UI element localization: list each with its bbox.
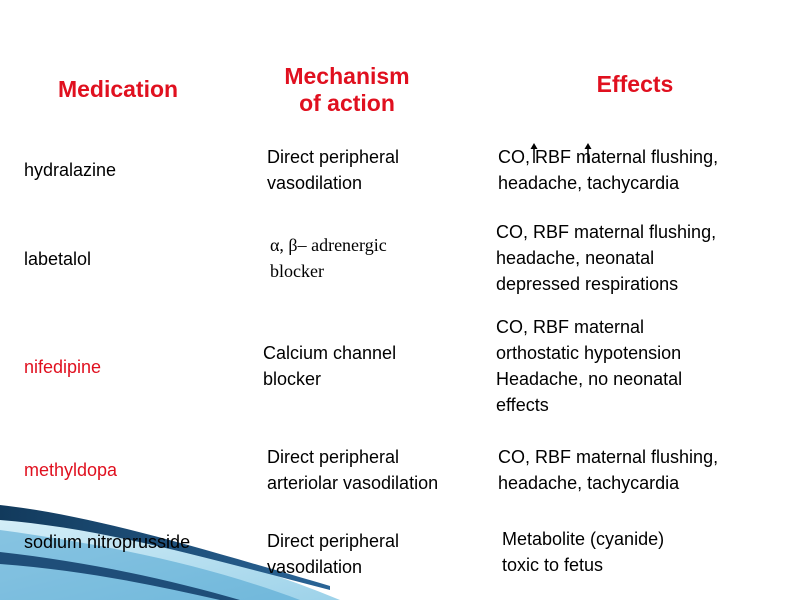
- mechanism-cell: Direct peripheral arteriolar vasodilatio…: [267, 447, 439, 493]
- medication-cell: sodium nitroprusside: [24, 532, 191, 552]
- effects-cell: CO, RBF maternal flushing, headache, tac…: [498, 147, 719, 193]
- medication-cell: methyldopa: [24, 460, 118, 480]
- effects-cell: Metabolite (cyanide) toxic to fetus: [502, 529, 665, 575]
- up-arrow-icon: [584, 143, 592, 163]
- mechanism-cell: Direct peripheral vasodilation: [267, 531, 400, 577]
- header-effects: Effects: [596, 71, 674, 97]
- up-arrow-icon: [530, 143, 538, 163]
- effects-cell: CO, RBF maternal flushing, headache, tac…: [498, 447, 719, 493]
- medication-cell: hydralazine: [24, 160, 117, 180]
- mechanism-cell: Direct peripheral vasodilation: [267, 147, 400, 193]
- effects-cell: CO, RBF maternal orthostatic hypotension…: [496, 317, 683, 415]
- mechanism-cell: Calcium channel blocker: [263, 343, 397, 389]
- header-mechanism: Mechanism of action: [284, 63, 410, 116]
- effects-cell: CO, RBF maternal flushing, headache, neo…: [496, 222, 717, 294]
- medication-cell: labetalol: [24, 249, 92, 269]
- header-medication: Medication: [57, 76, 179, 102]
- mechanism-cell: α, β– adrenergic blocker: [270, 235, 387, 281]
- medication-cell: nifedipine: [24, 357, 102, 377]
